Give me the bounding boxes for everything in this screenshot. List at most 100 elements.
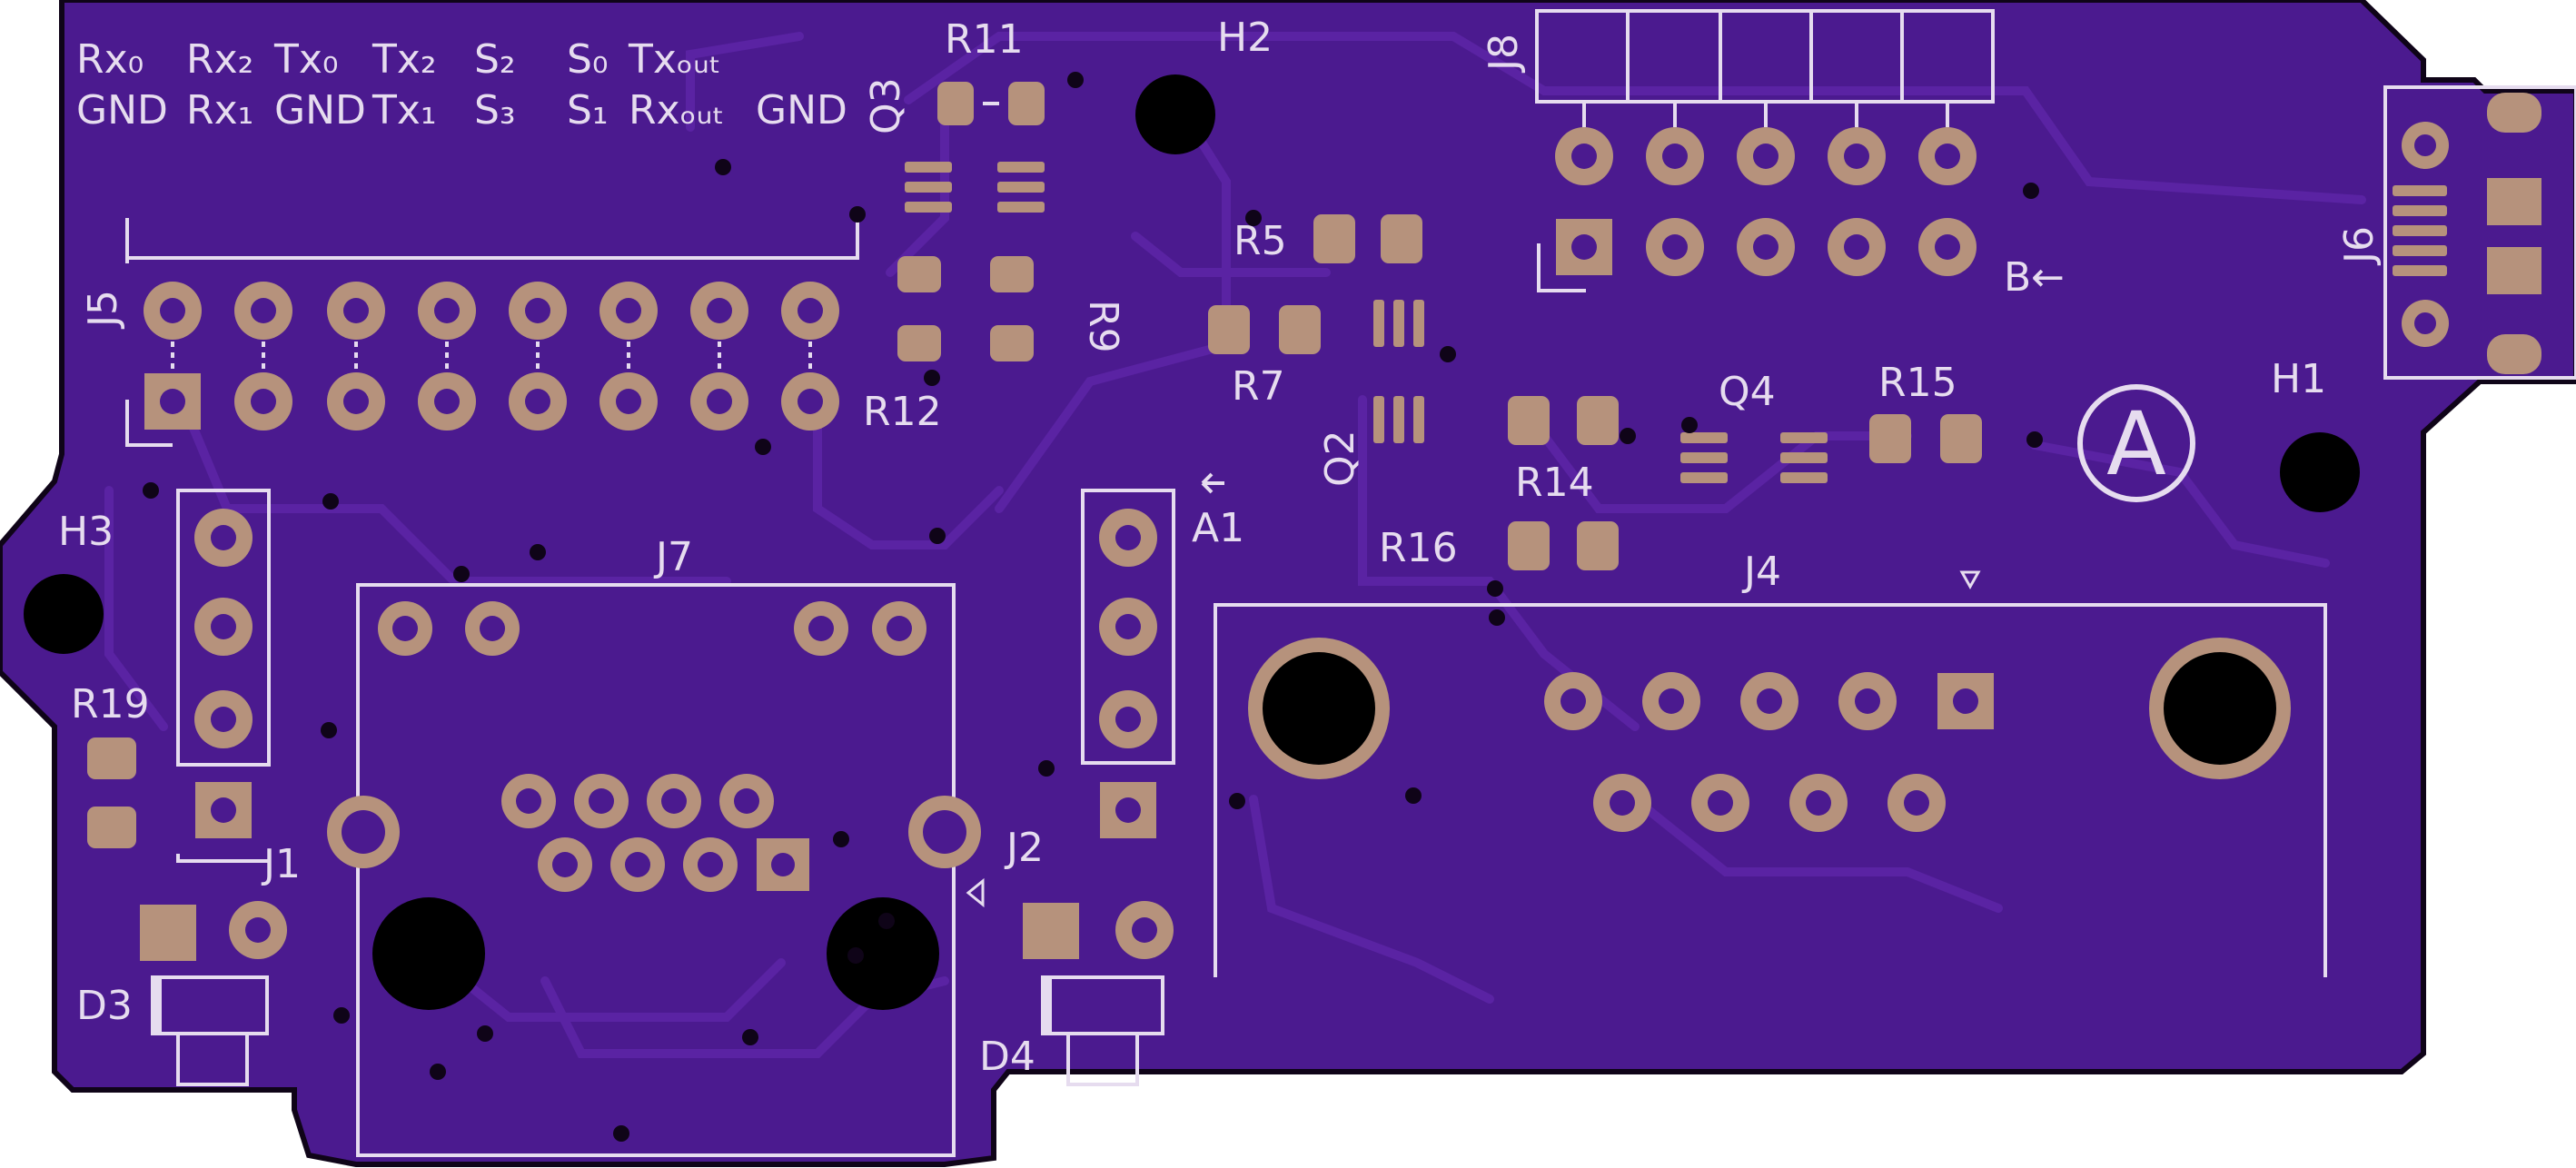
ref-q2: Q2 <box>1317 430 1363 487</box>
ref-r14: R14 <box>1515 460 1594 506</box>
ref-d3: D3 <box>76 983 133 1029</box>
triangle-marker-icon <box>966 877 985 908</box>
j6-usb-connector <box>2383 85 2576 380</box>
label-txout: Txₒᵤₜ <box>628 36 721 83</box>
ref-b-arrow: B← <box>2004 254 2065 301</box>
ref-j8: J8 <box>1481 34 1527 74</box>
ref-j2: J2 <box>1004 825 1044 871</box>
label-s2: S₂ <box>474 36 516 83</box>
via <box>322 493 339 510</box>
ref-r16: R16 <box>1379 525 1458 571</box>
via <box>1620 428 1636 444</box>
label-tx2: Tx₂ <box>372 36 437 83</box>
via <box>1487 580 1503 597</box>
r5-resistor <box>1313 214 1422 263</box>
label-rx1: Rx₁ <box>186 87 253 134</box>
j5-pin-header <box>144 282 839 431</box>
mounting-hole-h2 <box>1135 74 1215 154</box>
ref-j1: J1 <box>261 841 301 887</box>
ref-h2: H2 <box>1217 15 1273 61</box>
q2-transistor <box>1373 300 1424 443</box>
r9-resistor <box>990 256 1034 361</box>
a1-pin-header <box>1099 509 1157 838</box>
j4-pin-field <box>1544 672 1994 832</box>
ref-j7: J7 <box>653 534 693 580</box>
ref-j6: J6 <box>2336 226 2383 266</box>
via <box>477 1025 493 1042</box>
via <box>143 482 159 499</box>
via <box>333 1007 350 1024</box>
via <box>1038 760 1055 777</box>
ref-q3: Q3 <box>863 77 909 134</box>
label-s0: S₀ <box>567 36 609 83</box>
j7-signal-pins <box>501 774 809 892</box>
via <box>1489 609 1505 626</box>
label-rxout: Rxₒᵤₜ <box>629 87 725 134</box>
circle-a-logo-icon: A <box>2077 384 2195 502</box>
r16-resistor <box>1508 521 1619 570</box>
copper-traces <box>104 32 2366 1058</box>
ref-d4: D4 <box>979 1034 1035 1080</box>
via <box>1681 417 1698 433</box>
j8-pin-header <box>1555 102 1977 276</box>
label-gnd-a: GND <box>76 87 168 134</box>
label-s3: S₃ <box>474 87 516 134</box>
header-label-row-bottom: GND Rx₁ GND Tx₁ S₃ S₁ Rxₒᵤₜ GND <box>76 87 847 134</box>
j7-silk-outline <box>356 583 956 1157</box>
mounting-hole-h1 <box>2280 432 2360 512</box>
via <box>755 439 771 455</box>
header-label-row-top: Rx₀ Rx₂ Tx₀ Tx₂ S₂ S₀ Txₒᵤₜ <box>76 36 721 83</box>
via <box>453 566 470 582</box>
ref-r5: R5 <box>1234 218 1287 264</box>
via <box>833 831 849 847</box>
j4-silk-outline <box>1214 603 2327 977</box>
r12-resistor <box>897 256 941 361</box>
ref-r12: R12 <box>863 389 942 435</box>
triangle-marker-icon <box>1959 570 1981 590</box>
arrow-left-icon <box>1201 472 1224 494</box>
r7-resistor <box>1208 305 1321 354</box>
via <box>430 1064 446 1080</box>
r19-resistor <box>87 737 136 848</box>
j7-lock-hole-right <box>827 897 939 1010</box>
via <box>1067 72 1084 88</box>
j5-pin1-corner <box>125 400 173 447</box>
label-gnd-b: GND <box>274 87 366 134</box>
via <box>929 528 946 544</box>
left-header-silk <box>176 489 271 767</box>
via <box>878 913 895 929</box>
via <box>2023 183 2039 199</box>
logo-letter: A <box>2106 393 2166 495</box>
mounting-hole-h3 <box>24 574 104 654</box>
r14-resistor <box>1508 396 1619 445</box>
via <box>1440 346 1456 362</box>
via <box>742 1029 758 1045</box>
via-field <box>143 72 2043 1142</box>
ref-r9: R9 <box>1080 300 1126 353</box>
led-d4 <box>1023 901 1174 1086</box>
via <box>530 544 546 560</box>
via <box>1405 787 1422 804</box>
r15-resistor <box>1869 414 1982 463</box>
label-tx1: Tx₁ <box>372 87 437 134</box>
j5-silk-outline <box>125 218 859 263</box>
ref-h3: H3 <box>58 509 114 555</box>
ref-q4: Q4 <box>1719 369 1776 415</box>
q3-transistor <box>905 162 1045 213</box>
ref-r11: R11 <box>945 16 1024 63</box>
label-gnd-c: GND <box>756 87 847 134</box>
a1-header-silk <box>1081 489 1175 765</box>
via <box>847 947 864 964</box>
via <box>1245 210 1262 226</box>
r11-resistor <box>937 82 1045 125</box>
via <box>2026 431 2043 448</box>
via <box>1229 793 1245 809</box>
ref-j5: J5 <box>80 290 126 330</box>
via <box>321 722 337 738</box>
ref-r19: R19 <box>71 681 150 728</box>
via <box>715 159 731 175</box>
led-d3 <box>140 901 287 1086</box>
ref-j4: J4 <box>1741 549 1781 595</box>
ref-r15: R15 <box>1878 360 1957 406</box>
